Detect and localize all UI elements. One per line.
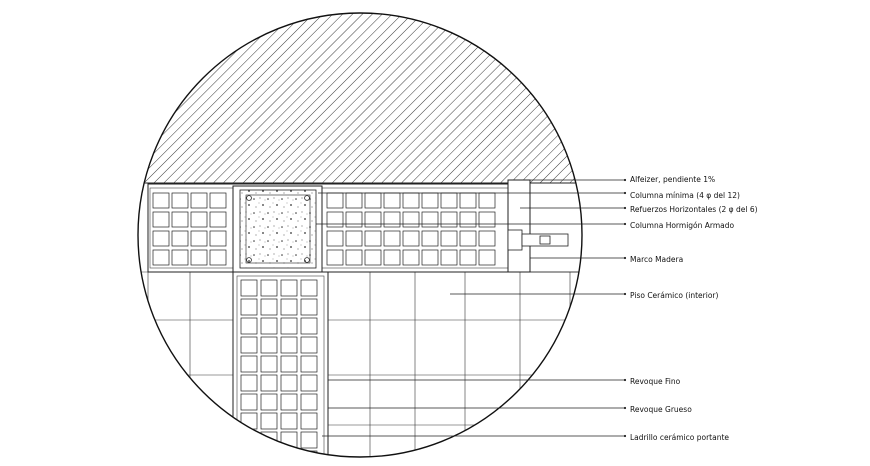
label-fine-plaster: Revoque Fino xyxy=(630,377,681,386)
vertical-wall-bricks xyxy=(240,279,318,457)
label-sill: Alfeizer, pendiente 1% xyxy=(630,175,715,184)
label-load-bearing-brick: Ladrillo cerámico portante xyxy=(630,433,729,442)
label-horizontal-reinforcement: Refuerzos Horizontales (2 φ del 6) xyxy=(630,205,758,214)
label-coarse-plaster: Revoque Grueso xyxy=(630,405,692,414)
concrete-column xyxy=(239,189,317,269)
label-wood-frame: Marco Madera xyxy=(630,255,683,264)
detail-circle xyxy=(137,12,583,458)
floor-tile-grid xyxy=(138,271,582,457)
wood-frame xyxy=(507,179,531,273)
label-min-column: Columna mínima (4 φ del 12) xyxy=(630,191,740,200)
label-ceramic-floor: Piso Cerámico (interior) xyxy=(630,291,718,300)
label-concrete-column: Columna Hormigón Armado xyxy=(630,221,735,230)
wall-bricks xyxy=(152,192,496,266)
